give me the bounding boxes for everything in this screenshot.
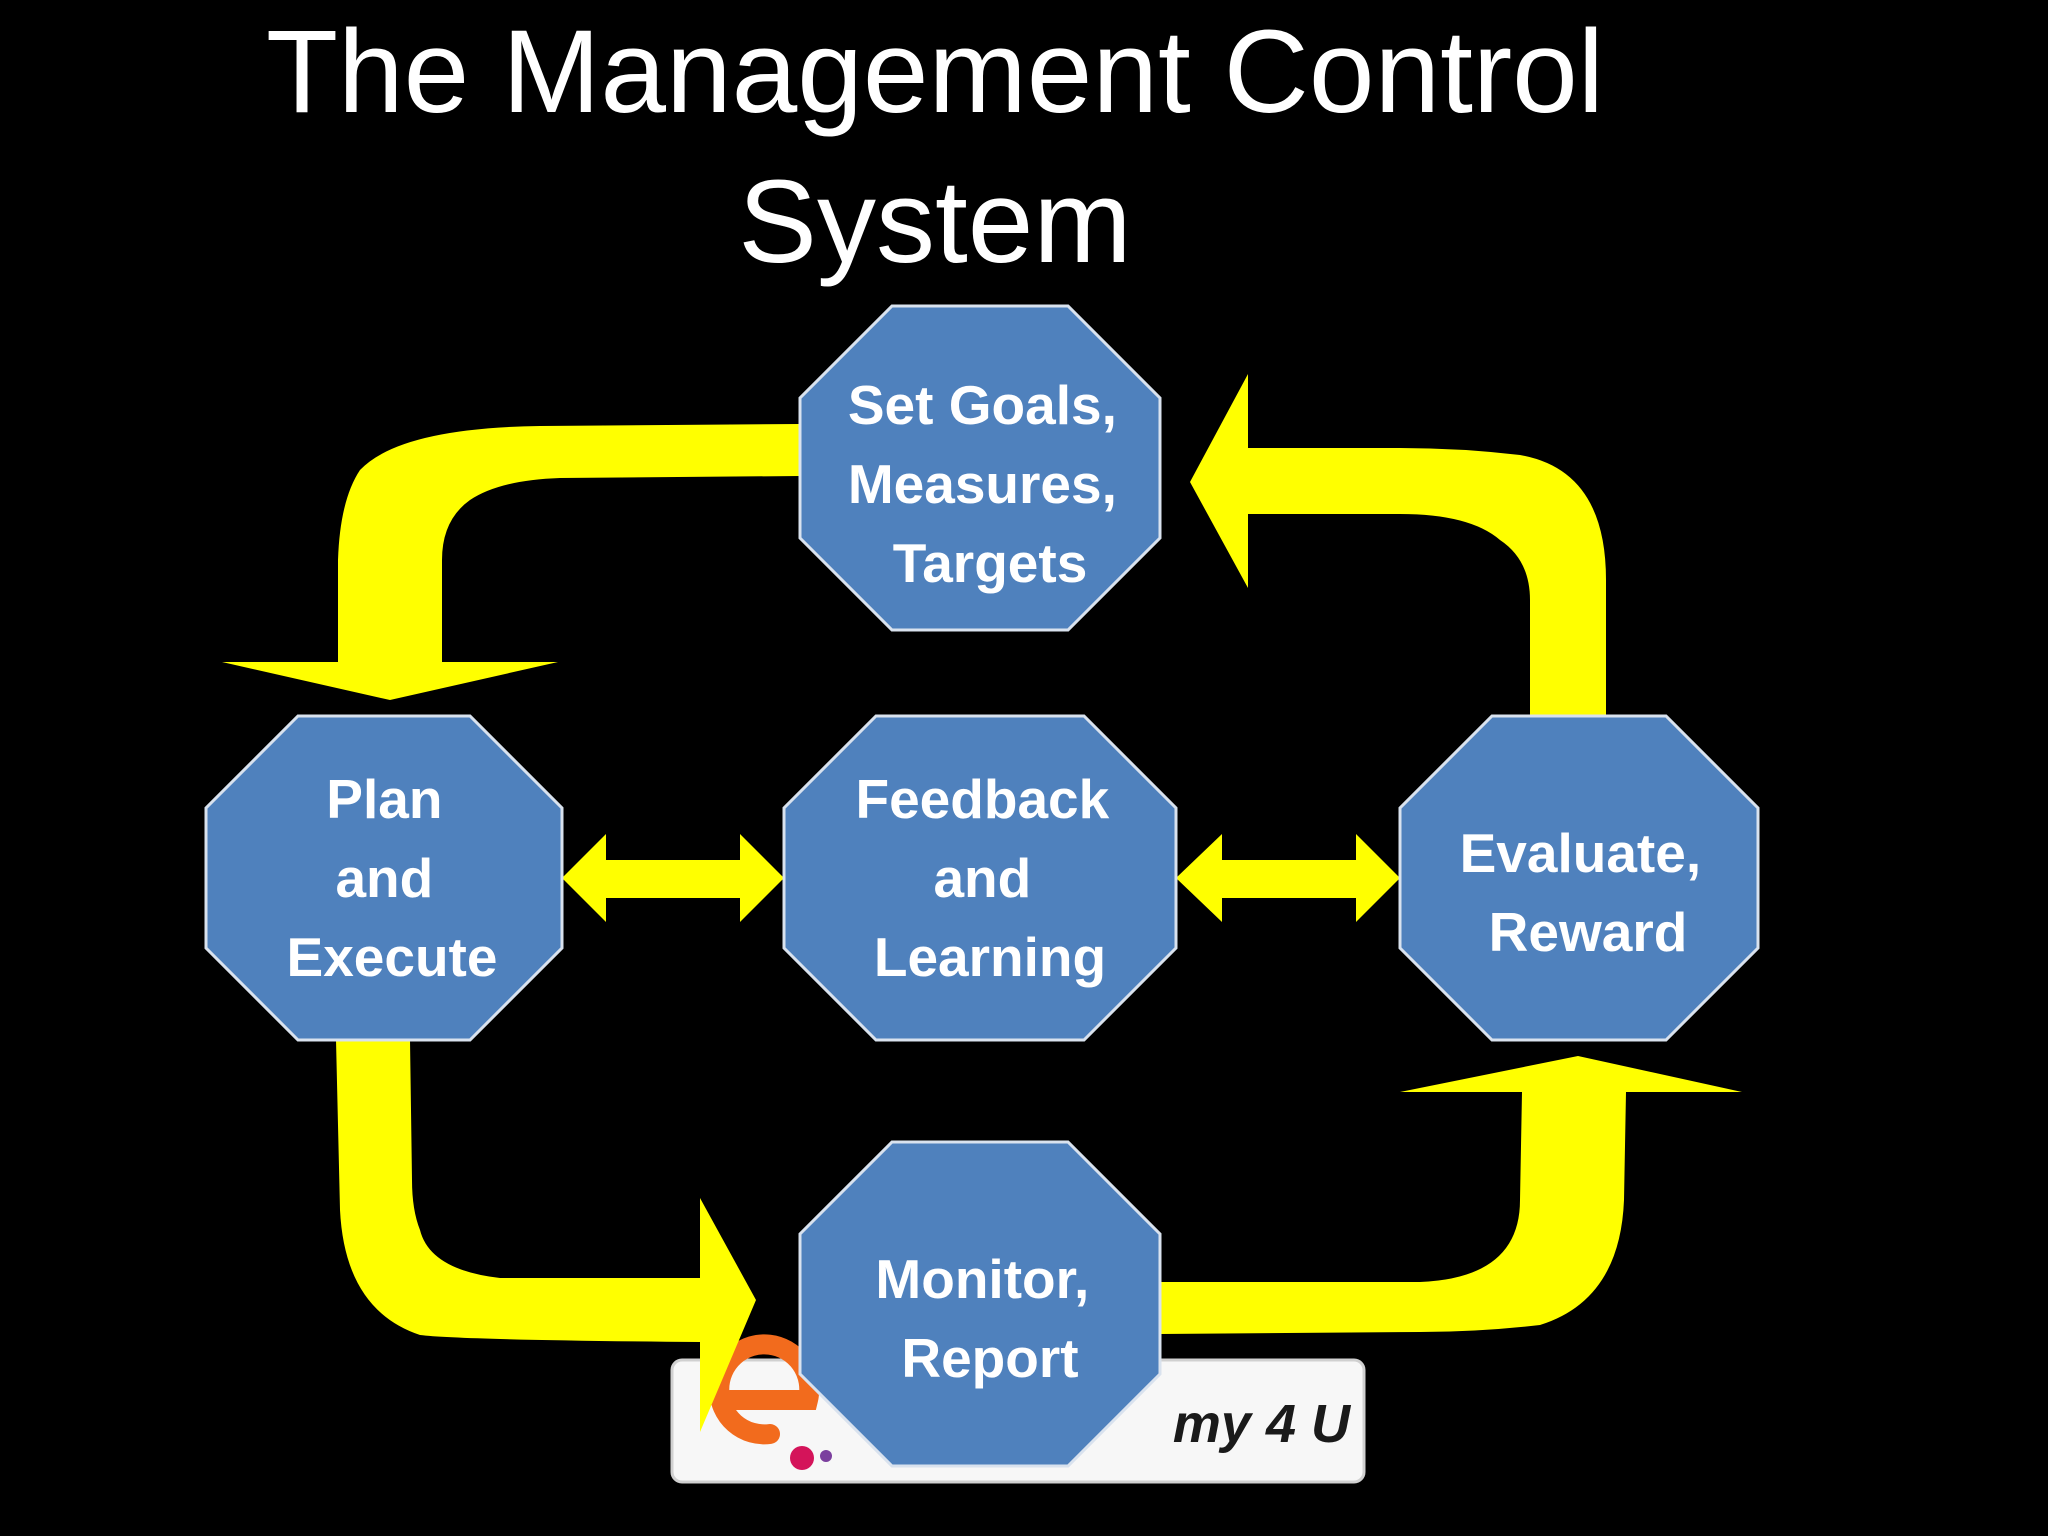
slide-title-line-1: The Management Control — [266, 6, 1604, 138]
svg-text:Evaluate, Reward: Evaluate, Reward — [1460, 822, 1717, 963]
svg-text:Feedback and L: Feedback and Learning — [855, 768, 1124, 988]
node-feedback-line-3: Learning — [874, 926, 1106, 988]
arrow-plan-feedback — [562, 834, 784, 922]
node-set-goals-line-2: Measures, — [848, 453, 1117, 515]
logo-text: my 4 U — [1173, 1394, 1352, 1454]
node-evaluate-line-2: Reward — [1489, 901, 1688, 963]
node-plan-line-1: Plan — [326, 768, 442, 830]
arrow-feedback-evaluate — [1176, 834, 1400, 922]
arrow-goals-to-plan — [222, 424, 800, 700]
arrow-monitor-to-evaluate — [1160, 1056, 1742, 1334]
arrow-evaluate-to-goals — [1190, 374, 1606, 718]
node-set-goals-line-3: Targets — [893, 532, 1088, 594]
cycle-arrows — [222, 374, 1742, 1432]
node-plan-line-2: and — [335, 847, 433, 909]
node-monitor-report: Monitor, Report — [798, 1140, 1162, 1468]
node-monitor-line-1: Monitor, — [875, 1248, 1089, 1310]
svg-text:Set Goals, Measures,: Set Goals, Measures, Targets — [848, 374, 1132, 594]
node-feedback-line-1: Feedback — [855, 768, 1109, 830]
svg-text:Plan and Execu: Plan and Execute — [287, 768, 498, 988]
node-plan-execute: Plan and Execute — [204, 714, 564, 1042]
node-feedback-line-2: and — [933, 847, 1031, 909]
node-evaluate-reward: Evaluate, Reward — [1398, 714, 1760, 1042]
node-evaluate-line-1: Evaluate, — [1460, 822, 1702, 884]
node-feedback-learning: Feedback and Learning — [782, 714, 1178, 1042]
node-set-goals: Set Goals, Measures, Targets — [798, 304, 1162, 632]
svg-text:Monitor, Report: Monitor, Report — [875, 1248, 1104, 1389]
node-monitor-line-2: Report — [901, 1327, 1078, 1389]
node-set-goals-line-1: Set Goals, — [848, 374, 1117, 436]
arrow-plan-to-monitor — [336, 1040, 756, 1432]
node-plan-line-3: Execute — [287, 926, 498, 988]
slide-title-line-2: System — [738, 156, 1131, 288]
